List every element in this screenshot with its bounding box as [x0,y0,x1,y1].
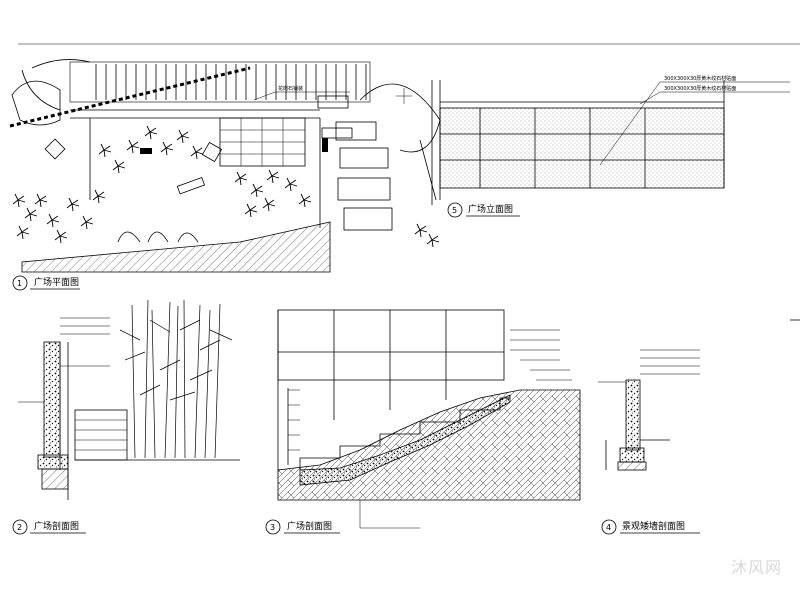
sec2-wall [43,341,61,458]
drawing-2-section: 2 广场剖面图 [12,299,240,535]
drawing-4-number: 4 [606,523,611,532]
drawing-3-title: 广场剖面图 [287,520,332,532]
plan-shape-left [11,80,61,126]
drawing-5-number: 5 [452,206,457,215]
elev5-note-a: 300X300X30厚黄木纹石材贴面 [664,75,736,82]
sec2-steps [74,409,128,461]
drawing-3-number: 3 [270,523,275,532]
sec3-gravel [299,394,511,486]
watermark: 沐风网 [730,558,782,577]
sec3-steps [299,397,510,470]
sec3-frame [277,309,505,381]
drawing-5-title: 广场立面图 [468,203,513,215]
sec4-wall [625,379,641,451]
plan-curve-top [31,59,91,69]
drawing-4-section: 4 景观矮墙剖面图 [598,319,800,535]
drawing-5-elevation: 300X300X30厚黄木纹石材贴面 300X300X30厚黄木纹石材贴面 5 … [431,75,790,218]
drawing-1-number: 1 [17,279,22,288]
plan-arc-1 [117,231,141,243]
drawing-1-title: 广场平面图 [34,276,79,288]
drawing-2-number: 2 [17,523,22,532]
plan-curve-left [21,69,61,111]
drawing-1-plan: 花岗石铺装 1 广场平面图 [9,59,441,291]
drawing-2-title: 广场剖面图 [34,520,79,532]
sec2-bamboo [119,299,233,459]
plan-top-stripes [69,61,371,103]
elev5-wall [439,107,725,189]
plan-note: 花岗石铺装 [278,85,303,92]
drawing-3-section: 3 广场剖面图 [265,309,581,535]
plan-circle [359,83,441,153]
drawing-4-title: 景观矮墙剖面图 [622,520,685,532]
elev5-note-b: 300X300X30厚黄木纹石材贴面 [664,85,736,92]
plan-right-panels [317,95,393,231]
plan-axis-dashed [9,66,251,128]
plan-shrubs [12,125,440,248]
plan-hatched-band [21,221,331,273]
